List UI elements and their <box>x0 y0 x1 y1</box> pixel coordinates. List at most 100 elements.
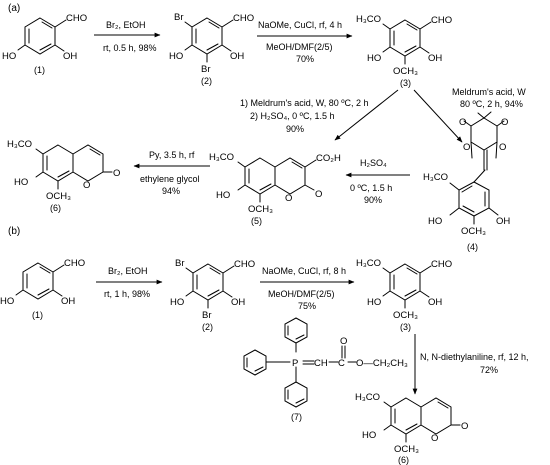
hydroxyl-label: HO <box>428 216 442 227</box>
compound-3-label: (3) <box>400 322 411 332</box>
step-b1-conditions: rt, 1 h, 98% <box>104 289 150 299</box>
hydroxyl-label: OH <box>61 296 75 307</box>
section-b-label: (b) <box>8 226 20 237</box>
compound-7-label: (7) <box>291 412 302 422</box>
step-a5-yield: 90% <box>364 195 382 205</box>
methoxy-label: H₃CO <box>209 152 234 163</box>
methoxy-label: OCH₃ <box>248 204 273 215</box>
step-b3-yield: 72% <box>480 365 498 375</box>
ring-oxygen-label: O <box>431 433 438 444</box>
step-a6-yield: 94% <box>162 186 180 196</box>
hydroxyl-label: HO <box>362 430 376 441</box>
aldehyde-label: CHO <box>64 258 85 269</box>
compound-6-label: (6) <box>50 203 61 213</box>
carbonyl-oxygen-label: O <box>499 142 506 153</box>
compound-1-structure-a: CHO OH HO <box>2 13 87 62</box>
aldehyde-label: CHO <box>233 13 254 24</box>
aldehyde-label: CHO <box>234 259 255 270</box>
hydroxyl-label: OH <box>496 216 510 227</box>
compound-2-label: (2) <box>201 76 212 86</box>
methoxy-label: OCH₃ <box>46 191 71 202</box>
bromo-label: Br <box>174 12 184 23</box>
compound-3-label: (3) <box>400 78 411 88</box>
methine-label: CH <box>314 358 328 369</box>
step-a2-yield: 70% <box>296 54 314 64</box>
compound-2-structure-b: CHO OH HO Br Br <box>170 258 255 321</box>
bromo-label: Br <box>201 64 211 75</box>
step-a5-reagent: H₂SO₄ <box>360 158 387 168</box>
carbonyl-oxygen-label: O <box>315 189 322 200</box>
compound-2-structure-a: CHO OH HO Br Br <box>169 12 254 75</box>
aldehyde-label: CHO <box>431 15 452 26</box>
hydroxyl-label: HO <box>2 51 16 62</box>
step-a2-reagents: NaOMe, CuCl, rf, 4 h <box>258 20 342 30</box>
compound-6-structure-b: O O H₃CO HO OCH₃ <box>355 392 468 455</box>
ring-oxygen-label: O <box>459 117 466 128</box>
compound-3-structure-b: CHO OH HO H₃CO OCH₃ <box>356 258 452 321</box>
phosphorus-label: P <box>292 358 298 369</box>
ring-oxygen-label: O <box>83 180 90 191</box>
methoxy-label: H₃CO <box>356 258 381 269</box>
methoxy-label: OCH₃ <box>393 66 418 77</box>
step-a4-reagent: Meldrum's acid, W <box>452 87 526 97</box>
bromo-label: Br <box>202 310 212 321</box>
step-a3-reagent-2: 2) H₂SO₄, 0 ºC, 1.5 h <box>250 111 335 121</box>
compound-2-label: (2) <box>202 322 213 332</box>
compound-1-label: (1) <box>32 310 43 320</box>
step-b2-reagents: NaOMe, CuCl, rf, 8 h <box>262 266 346 276</box>
aldehyde-label: CHO <box>431 259 452 270</box>
compound-4-label: (4) <box>467 242 478 252</box>
hydroxyl-label: OH <box>428 53 442 64</box>
step-a1-conditions: rt, 0.5 h, 98% <box>103 43 157 53</box>
compound-5-label: (5) <box>251 216 262 226</box>
hydroxyl-label: HO <box>14 177 28 188</box>
hydroxyl-label: HO <box>169 51 183 62</box>
step-a1-reagents: Br₂, EtOH <box>106 20 146 30</box>
hydroxyl-label: HO <box>170 297 184 308</box>
step-b1-reagents: Br₂, EtOH <box>108 266 148 276</box>
hydroxyl-label: OH <box>231 297 245 308</box>
ring-oxygen-label: O <box>501 117 508 128</box>
methoxy-label: H₃CO <box>7 139 32 150</box>
compound-1-label: (1) <box>34 65 45 75</box>
reaction-arrow <box>413 89 463 143</box>
carboxylic-acid-label: CO₂H <box>316 153 341 164</box>
ring-oxygen-label: O <box>285 193 292 204</box>
methoxy-label: H₃CO <box>355 392 380 403</box>
step-a5-conditions: 0 ºC, 1.5 h <box>350 183 392 193</box>
bromo-label: Br <box>175 258 185 269</box>
step-a6-solvent: ethylene glycol <box>140 174 200 184</box>
compound-3-structure-a: CHO OH HO H₃CO OCH₃ <box>356 14 452 77</box>
hydroxyl-label: OH <box>428 297 442 308</box>
ester-carbon-label: C <box>338 358 345 369</box>
methoxy-label: OCH₃ <box>461 226 486 237</box>
methoxy-label: H₃CO <box>423 172 448 183</box>
compound-1-structure-b: CHO OH HO <box>0 258 85 307</box>
step-b2-yield: 75% <box>298 301 316 311</box>
step-b2-solvent: MeOH/DMF(2/5) <box>268 289 335 299</box>
compound-4-structure-a: O O O O H₃CO HO OH OCH₃ <box>423 111 510 237</box>
compound-6-structure-a: O O H₃CO HO OCH₃ <box>7 139 120 202</box>
compound-5-structure-a: CO₂H O O H₃CO HO OCH₃ <box>209 152 341 215</box>
step-a4-conditions: 80 ºC, 2 h, 94% <box>460 99 523 109</box>
step-a3-yield: 90% <box>286 124 304 134</box>
hydroxyl-label: HO <box>367 297 381 308</box>
step-b3-conditions: N, N-diethylaniline, rf, 12 h, <box>420 352 529 362</box>
reaction-arrow <box>334 89 399 141</box>
methoxy-label: OCH₃ <box>393 310 418 321</box>
carbonyl-oxygen-label: O <box>463 142 470 153</box>
carbonyl-oxygen-label: O <box>113 168 120 179</box>
hydroxyl-label: HO <box>367 53 381 64</box>
compound-7-structure: P CH C O O—CH₂CH₃ <box>243 317 408 408</box>
compound-6-label: (6) <box>398 455 409 465</box>
hydroxyl-label: OH <box>63 51 77 62</box>
hydroxyl-label: OH <box>230 51 244 62</box>
carbonyl-oxygen-label: O <box>340 336 347 347</box>
aldehyde-label: CHO <box>66 13 87 24</box>
carbonyl-oxygen-label: O <box>461 421 468 432</box>
step-a3-reagent-1: 1) Meldrum's acid, W, 80 ºC, 2 h <box>240 98 369 108</box>
hydroxyl-label: HO <box>216 190 230 201</box>
ethoxy-label: O—CH₂CH₃ <box>356 358 408 369</box>
step-a2-solvent: MeOH/DMF(2/5) <box>266 42 333 52</box>
